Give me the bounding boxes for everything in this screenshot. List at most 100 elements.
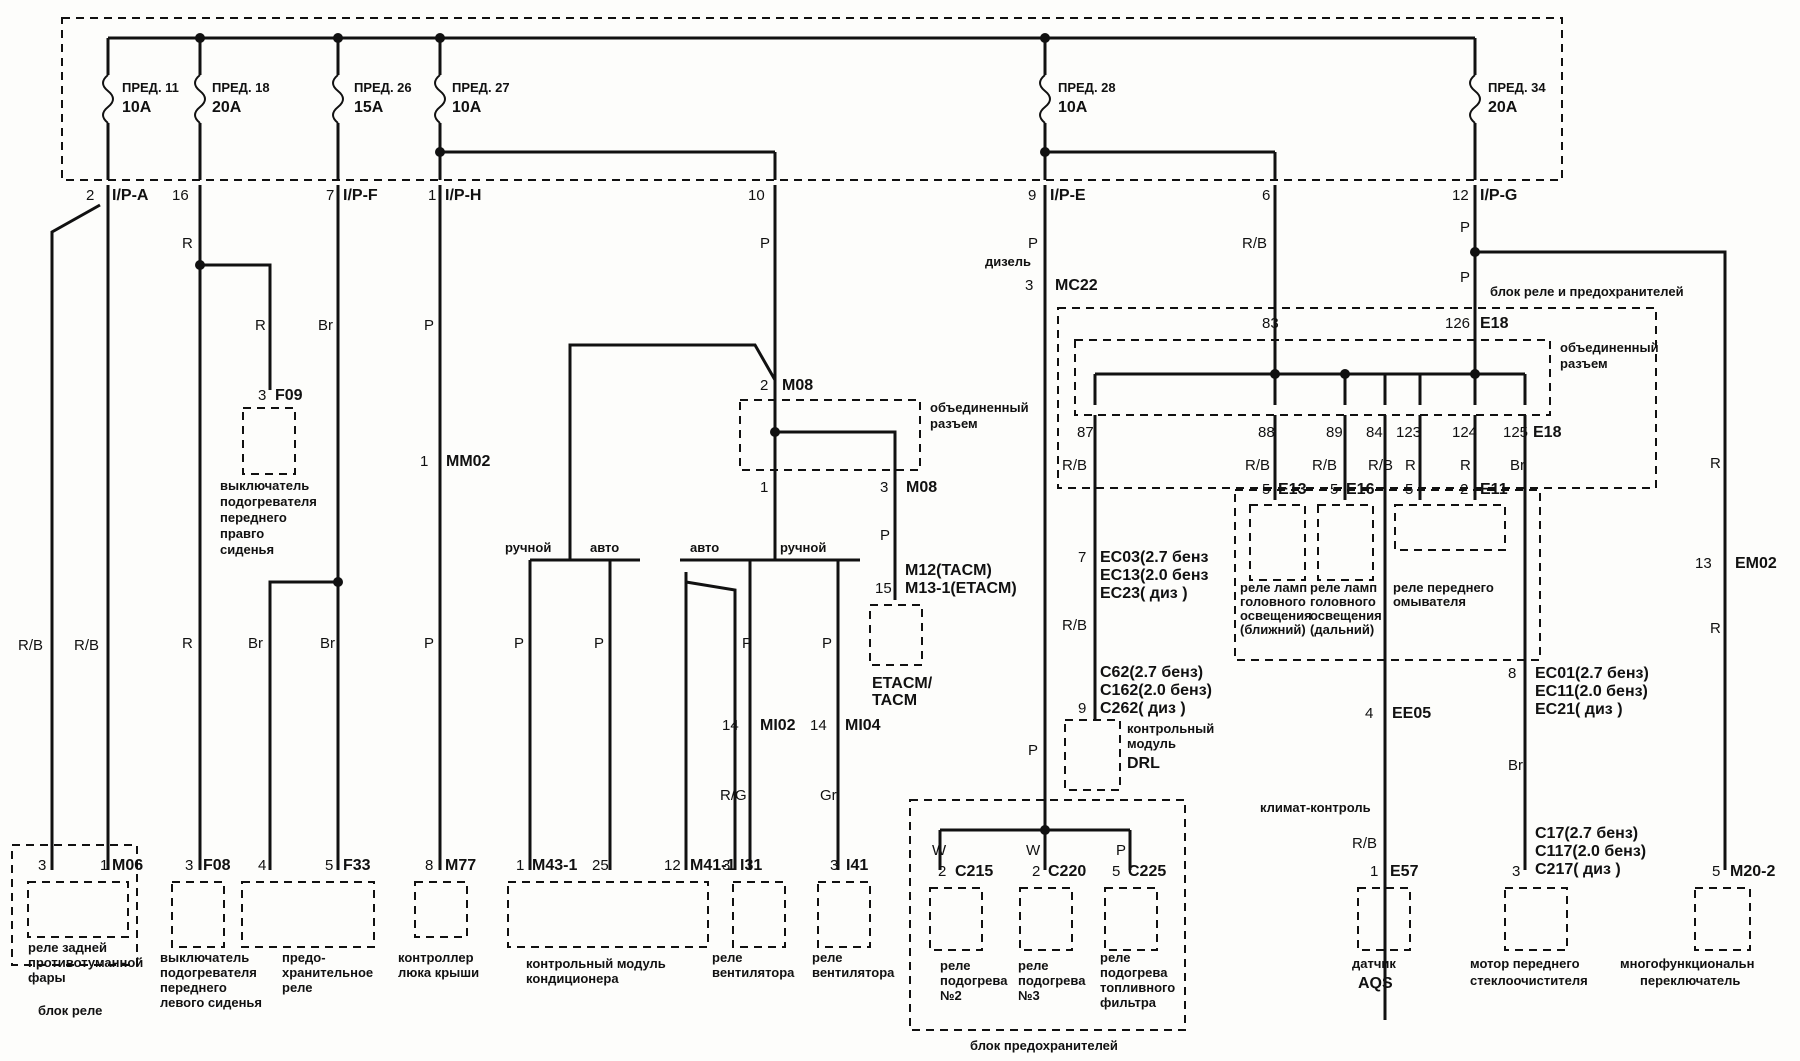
diagram-label: реле — [940, 958, 971, 973]
diagram-label: R — [255, 317, 266, 334]
diagram-label: EC23( диз ) — [1100, 585, 1188, 602]
diagram-label: 5 — [325, 857, 333, 874]
diagram-label: 3 — [258, 387, 266, 404]
diagram-label: M20-2 — [1730, 863, 1775, 880]
diagram-label: P — [1460, 219, 1470, 236]
diagram-label: M13-1(ETACM) — [905, 580, 1017, 597]
diagram-label: C62(2.7 бенз) — [1100, 664, 1203, 681]
diagram-label: 1 — [760, 479, 768, 496]
diagram-label: F09 — [275, 387, 303, 404]
etacm-box — [869, 604, 923, 666]
diagram-label: R — [182, 635, 193, 652]
diagram-label: R — [1710, 455, 1721, 472]
diagram-label: EC13(2.0 бенз — [1100, 567, 1208, 584]
diagram-path — [194, 74, 206, 124]
diagram-label: P — [822, 635, 832, 652]
diagram-label: 3 — [880, 479, 888, 496]
diagram-label: контрольный — [1127, 721, 1214, 736]
diagram-label: Br — [318, 317, 333, 334]
e18-combined-connector — [1074, 339, 1551, 416]
diagram-label: 5 — [1112, 863, 1120, 880]
diagram-label: E57 — [1390, 863, 1419, 880]
diagram-label: освещения — [1240, 608, 1312, 623]
diagram-label: №2 — [940, 988, 962, 1003]
diagram-label: 89 — [1326, 424, 1343, 441]
diagram-label: головного — [1310, 594, 1376, 609]
diagram-label: противотуманной — [28, 955, 143, 970]
diagram-label: 3 — [830, 857, 838, 874]
diagram-label: климат-контроль — [1260, 800, 1371, 815]
diagram-label: 5 — [1405, 481, 1413, 498]
diagram-label: 2 — [938, 863, 946, 880]
diagram-label: 25 — [592, 857, 609, 874]
diagram-label: M08 — [782, 377, 813, 394]
diagram-label: 14 — [810, 717, 827, 734]
diagram-label: выключатель — [160, 950, 249, 965]
diagram-label: I41 — [846, 857, 868, 874]
diagram-label: C225 — [1128, 863, 1166, 880]
f09-desc: выключатель подогревателя переднего прав… — [220, 478, 317, 557]
diagram-label: P — [742, 635, 752, 652]
aqs-sensor-box — [1357, 887, 1411, 951]
f08-desc: выключатель подогревателя переднего лево… — [160, 950, 262, 1010]
diagram-label: головного — [1240, 594, 1306, 609]
fuse-11: ПРЕД. 11 10A — [102, 38, 179, 180]
diagram-label: DRL — [1127, 755, 1160, 772]
m08-combined-connector — [739, 399, 921, 471]
diagram-label: 2 — [760, 377, 768, 394]
diagram-label: I/P-F — [343, 187, 378, 204]
diagram-path — [1475, 250, 1727, 870]
diagram-label: M12(TACM) — [905, 562, 992, 579]
diagram-label: R/B — [1245, 457, 1270, 474]
f09-switch-box — [242, 407, 296, 475]
diagram-label: 1 — [420, 453, 428, 470]
diagram-label: объединенный — [930, 400, 1029, 415]
diagram-label: 83 — [1262, 315, 1279, 332]
diagram-label: 5 — [1712, 863, 1720, 880]
heater-relay-3-box — [1019, 887, 1073, 951]
diagram-label: объединенный — [1560, 340, 1659, 355]
diagram-label: EC11(2.0 бенз) — [1535, 683, 1648, 700]
diagram-label: выключатель — [220, 478, 309, 493]
diagram-label: 1 — [428, 187, 436, 204]
diagram-label: Br — [1508, 757, 1523, 774]
diagram-label: дизель — [985, 254, 1031, 269]
diagram-label: реле — [812, 950, 843, 965]
diagram-label: 16 — [172, 187, 189, 204]
diagram-label: блок реле — [38, 1003, 102, 1018]
diagram-label: переключатель — [1640, 973, 1740, 988]
diagram-label: M41-1 — [690, 857, 735, 874]
connector-row: 2 I/P-A 16 7 I/P-F 1 I/P-H 10 9 I/P-E 6 … — [86, 187, 1517, 204]
diagram-label: M06 — [112, 857, 143, 874]
m77-controller-box — [414, 881, 468, 938]
diagram-label: подогрева — [940, 973, 1008, 988]
diagram-label: R/B — [1352, 835, 1377, 852]
fuse-panel-outline — [61, 17, 1563, 181]
diagram-label: датчик — [1352, 956, 1396, 971]
diagram-label: 3 — [1512, 863, 1520, 880]
diagram-label: P — [514, 635, 524, 652]
fuse-18: ПРЕД. 18 20A — [194, 38, 270, 180]
diagram-label: 3 — [38, 857, 46, 874]
diagram-label: 5 — [1330, 481, 1338, 498]
diagram-label: реле ламп — [1240, 580, 1307, 595]
diagram-label: 13 — [1695, 555, 1712, 572]
diagram-label: 10 — [748, 187, 765, 204]
diagram-label: Br — [248, 635, 263, 652]
diagram-label: 6 — [1262, 187, 1270, 204]
wiper-motor-box — [1504, 887, 1568, 951]
diagram-label: I/P-H — [445, 187, 481, 204]
diagram-label: 123 — [1396, 424, 1421, 441]
diagram-label: Br — [1510, 457, 1525, 474]
diagram-path — [268, 580, 338, 870]
diagram-label: 124 — [1452, 424, 1477, 441]
diagram-label: F33 — [343, 857, 371, 874]
diagram-label: реле — [712, 950, 743, 965]
diagram-label: M43-1 — [532, 857, 577, 874]
diagram-label: 1 — [516, 857, 524, 874]
diagram-label: люка крыши — [398, 965, 479, 980]
fuse-label: ПРЕД. 18 — [212, 80, 270, 95]
diagram-label: MI04 — [845, 717, 881, 734]
